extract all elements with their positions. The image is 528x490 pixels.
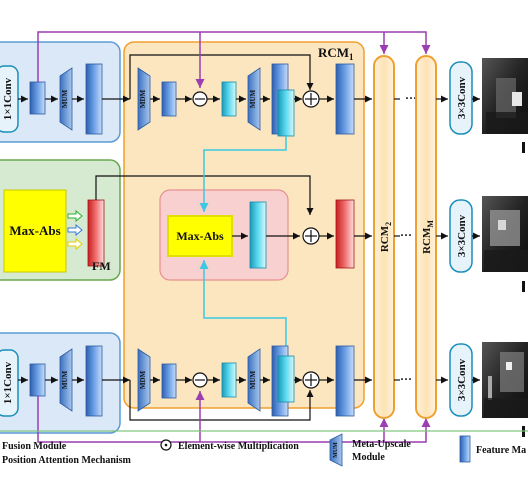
legend-feature-map-icon [459,435,471,463]
rcmm-label: RCMM [421,220,435,254]
feature-map-bottom-2 [85,345,103,417]
feature-map-top-1 [29,81,46,115]
feature-map-rcm-mid-red [335,199,355,269]
legend-mum-icon [329,433,343,467]
conv1x1-bottom-label: 1×1Conv [2,361,14,404]
mum-rcm-top [247,67,261,131]
legend-meta-upscale-2: Module [352,452,385,463]
maxabs-rcm-box [167,215,233,257]
svg-text:MUM: MUM [249,370,257,389]
ellipsis-bottom: ··· [400,372,412,386]
feature-map-rcm-bot-cyan-overlay [277,355,295,403]
maxabs-fm-label: Max-Abs [9,223,60,238]
feature-map-rcm-bot-cyan [221,362,237,398]
ellipsis-top: ··· [405,91,417,105]
conv3x3-top-box [449,61,473,135]
output-image-top [482,58,528,134]
rcm1-title: RCM1 [318,45,354,62]
legend-position-attention: Position Attention Mechanism [2,455,132,466]
feature-map-fm [87,199,105,267]
feature-map-rcm-top-cyan-overlay [277,89,295,137]
feature-map-rcm-top-cyan [221,81,237,117]
legend-fusion-module: Fusion Module [2,441,67,452]
conv1x1-bottom-box [0,349,19,417]
output-image-mid [482,196,528,272]
fm-label: FM [92,259,111,273]
feature-map-rcm-mid-cyan [249,201,267,269]
maxabs-fm-box [3,189,67,273]
rcm2-label: RCM2 [379,222,393,252]
conv3x3-top-label: 3×3Conv [456,76,468,119]
feature-map-top-2 [85,63,103,135]
feature-map-rcm-top-out [335,63,355,135]
feature-map-rcm-bot-out [335,345,355,417]
ellipsis-mid: ··· [400,228,412,242]
mdm-top [137,67,151,131]
legend-feature-map: Feature Ma [476,445,526,456]
feature-map-rcm-bot-1 [161,363,177,399]
maxabs-rcm-label: Max-Abs [176,229,224,243]
conv3x3-bottom-label: 3×3Conv [456,358,468,401]
rcm2-pillar [373,55,395,419]
output-image-bottom [482,342,528,418]
legend-meta-upscale: Meta-Upscale [352,439,411,450]
legend-frame [0,430,528,432]
svg-text:MUM: MUM [61,370,69,389]
svg-text:MUM: MUM [61,89,69,108]
svg-text:MUM: MUM [249,89,257,108]
mdm-bottom [137,348,151,412]
svg-text:MDM: MDM [139,89,147,108]
svg-text:MUM: MUM [333,442,339,458]
mum-bottom [59,348,73,412]
conv1x1-top-label: 1×1Conv [2,77,14,120]
legend-elementwise-mult: Element-wise Multiplication [178,441,299,452]
mum-top [59,67,73,131]
mum-rcm-bottom [247,348,261,412]
svg-text:MDM: MDM [139,370,147,389]
conv3x3-mid-label: 3×3Conv [456,214,468,257]
rcmm-pillar [415,55,437,419]
feature-map-bottom-1 [29,363,46,397]
feature-map-rcm-top-1 [161,81,177,117]
